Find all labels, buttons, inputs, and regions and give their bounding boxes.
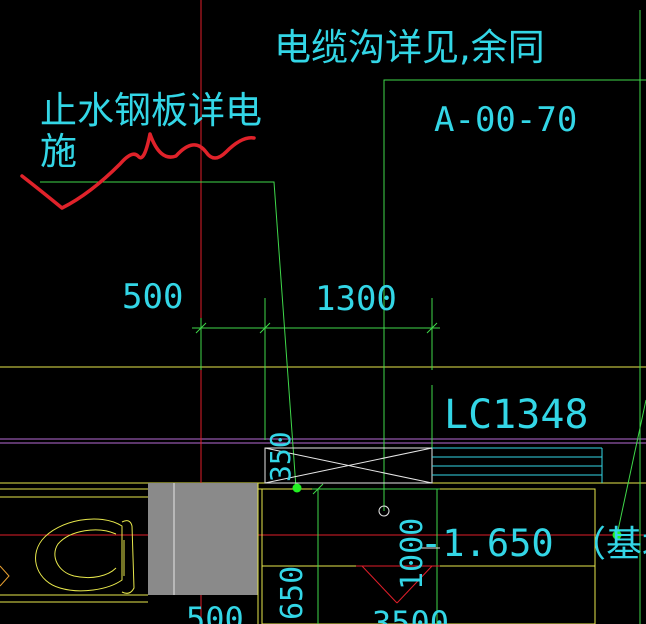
markup-squiggle	[20, 132, 256, 210]
note-cable-trench: 电缆沟详见,余同	[274, 26, 545, 69]
leader-foundation	[616, 399, 646, 536]
trench-dimension	[312, 483, 440, 624]
window-code: LC1348	[444, 392, 589, 438]
dimension-500-top: 500	[122, 277, 183, 317]
leader-end-circle	[378, 505, 390, 517]
dimension-500-bottom: 500	[186, 600, 244, 624]
note-drawing-ref: A-00-70	[434, 100, 577, 140]
note-waterstop-line2: 施	[40, 130, 77, 173]
left-room-lines	[0, 496, 148, 603]
toilet-symbol-icon	[35, 518, 135, 594]
dimension-1300: 1300	[315, 279, 397, 319]
dimension-350: 350	[264, 431, 297, 482]
wall-column-fill	[148, 483, 258, 595]
grip-point-icon[interactable]	[292, 483, 302, 493]
dimension-650: 650	[275, 566, 310, 620]
dimension-1000: 1000	[395, 518, 430, 590]
elevation-marker-icon	[356, 565, 440, 604]
leader-waterstop	[40, 181, 297, 489]
dimension-3500-partial: 3500	[372, 604, 449, 624]
partial-arrow-left	[0, 565, 10, 587]
foundation-note: （基坑	[570, 524, 646, 565]
leader-cable-trench	[383, 79, 646, 511]
elevation-value: -1.650	[420, 522, 554, 565]
grip-point-icon[interactable]	[612, 530, 622, 540]
window-adjacent-lines	[432, 447, 603, 483]
note-waterstop-line1: 止水钢板详电	[40, 89, 262, 132]
dimension-chain-top	[192, 298, 440, 440]
